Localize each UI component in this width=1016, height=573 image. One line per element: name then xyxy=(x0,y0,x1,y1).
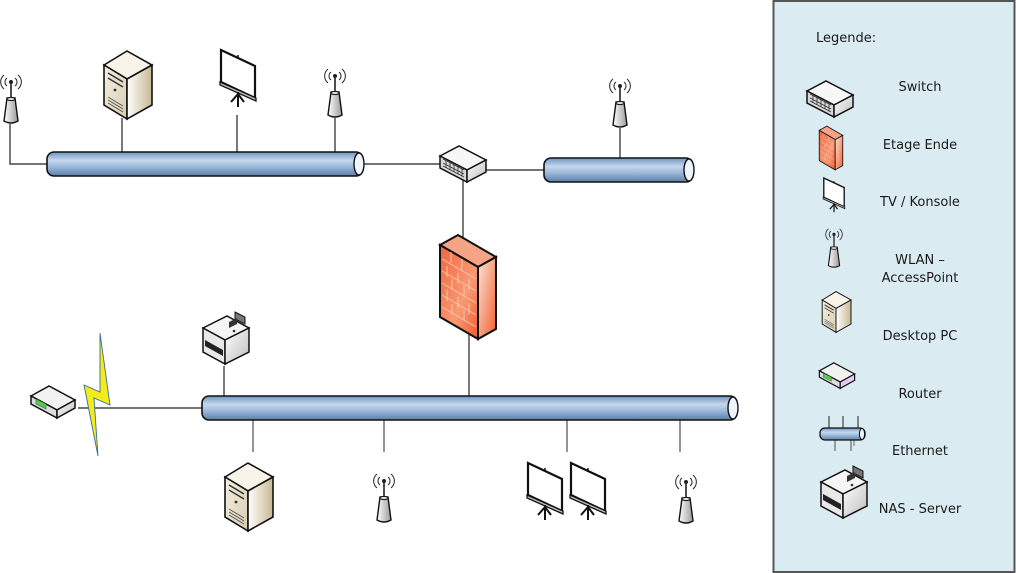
tv-console-icon[interactable] xyxy=(218,48,258,109)
legend-label: Etage Ende xyxy=(883,138,957,153)
nas-server-icon[interactable] xyxy=(202,311,250,365)
wlan-access-point-icon[interactable] xyxy=(674,474,698,524)
legend: Legende: Switch Etage Ende TV / Konsole … xyxy=(772,0,1016,573)
legend-item-nas-server: NAS - Server xyxy=(820,465,962,519)
router-icon[interactable] xyxy=(30,385,76,419)
ethernet-bus-icon xyxy=(819,416,866,451)
desktop-pc-icon[interactable] xyxy=(224,462,274,532)
ethernet-bus-top-right xyxy=(543,157,695,183)
legend-item-desktop-pc: Desktop PC xyxy=(821,291,958,344)
wireless-link-lightning-icon xyxy=(83,332,111,457)
desktop-pc-icon xyxy=(821,291,852,333)
legend-item-switch: Switch xyxy=(806,80,942,118)
desktop-pc-icon[interactable] xyxy=(103,50,153,120)
legend-label-line-2: AccessPoint xyxy=(882,271,959,286)
legend-label: NAS - Server xyxy=(879,502,962,517)
legend-item-etage-ende: Etage Ende xyxy=(818,125,957,171)
drop-lines xyxy=(252,420,681,452)
legend-label: Desktop PC xyxy=(883,329,958,344)
legend-item-ethernet: Ethernet xyxy=(819,416,948,459)
ethernet-bus-top-left xyxy=(46,151,365,177)
legend-item-router: Router xyxy=(818,362,942,402)
wlan-access-point-icon[interactable] xyxy=(0,74,23,124)
tv-console-icon[interactable] xyxy=(568,461,608,522)
legend-label: Router xyxy=(898,387,942,402)
connection-lines xyxy=(9,115,621,409)
ethernet-bus-bottom xyxy=(201,395,739,421)
wlan-access-point-icon[interactable] xyxy=(323,68,347,118)
firewall-icon[interactable] xyxy=(439,234,497,340)
legend-box xyxy=(772,0,1016,573)
legend-item-wlan-accesspoint: WLAN – AccessPoint xyxy=(825,228,959,286)
legend-label: Switch xyxy=(899,80,942,95)
link-wlan-top-left xyxy=(9,124,48,165)
wlan-access-point-icon[interactable] xyxy=(372,473,396,523)
legend-label: TV / Konsole xyxy=(879,195,960,210)
legend-label: Ethernet xyxy=(892,444,948,459)
wlan-access-point-icon[interactable] xyxy=(608,78,632,128)
switch-icon[interactable] xyxy=(439,145,487,183)
legend-item-tv-konsole: TV / Konsole xyxy=(822,177,960,213)
tv-console-icon[interactable] xyxy=(525,461,565,522)
legend-heading: Legende: xyxy=(816,31,876,46)
legend-label-line-1: WLAN – xyxy=(895,253,945,268)
